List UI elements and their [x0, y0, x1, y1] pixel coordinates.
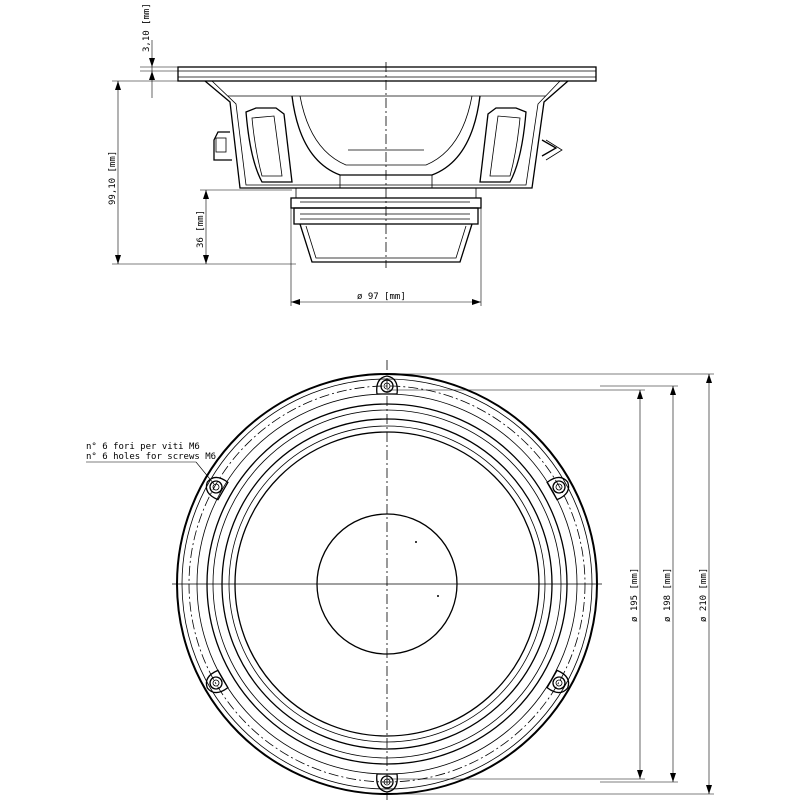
dim-outer-diameter: ø 210 [mm] [387, 373, 714, 795]
frame-flange [177, 66, 597, 82]
holes-note-italian: n° 6 fori per viti M6 [86, 442, 200, 452]
side-view: 3,10 [mm] 99,10 [mm] 36 [mm] ø 97 [108, 3, 597, 306]
dim-cutout-diameter: ø 195 [mm] [387, 389, 645, 780]
frame-basket [204, 80, 569, 189]
dim-flange-thickness-label: 3,10 [mm] [142, 3, 152, 52]
dim-cutout-diameter-label: ø 195 [mm] [630, 568, 640, 622]
dim-bolt-circle-diameter-label: ø 198 [mm] [663, 568, 673, 622]
dim-bolt-circle-diameter: ø 198 [mm] [600, 385, 678, 783]
mounting-hole [205, 476, 229, 501]
holes-note: n° 6 fori per viti M6 n° 6 holes for scr… [86, 442, 216, 485]
dim-magnet-diameter: ø 97 [mm] [290, 208, 482, 306]
dim-total-depth: 99,10 [mm] [108, 80, 296, 265]
dim-magnet-diameter-label: ø 97 [mm] [357, 292, 406, 302]
mounting-hole [546, 476, 570, 501]
dim-flange-thickness: 3,10 [mm] [140, 3, 178, 98]
dim-magnet-height: 36 [mm] [196, 189, 292, 264]
mounting-hole [376, 375, 398, 395]
mounting-hole [376, 773, 398, 793]
mounting-hole [205, 669, 229, 694]
holes-note-english: n° 6 holes for screws M6 [86, 452, 216, 462]
dim-outer-diameter-label: ø 210 [mm] [699, 568, 709, 622]
mounting-hole [546, 669, 570, 694]
dim-magnet-height-label: 36 [mm] [196, 210, 206, 248]
dim-total-depth-label: 99,10 [mm] [108, 151, 118, 205]
front-view: n° 6 fori per viti M6 n° 6 holes for scr… [86, 360, 714, 800]
